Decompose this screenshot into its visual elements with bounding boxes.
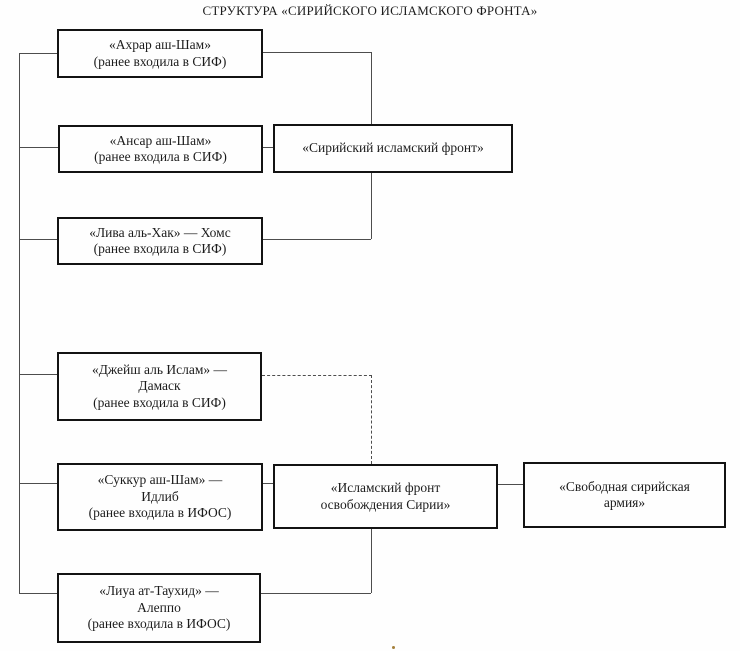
org-box-jaish-al-islam: «Джейш аль Ислам» — Дамаск (ранее входил… <box>57 352 262 421</box>
org-box-sublabel: (ранее входила в СИФ) <box>93 241 227 256</box>
org-box-label: «Исламский фронт <box>330 480 441 495</box>
connector-ahrar-to-sif-v <box>371 52 372 124</box>
connector-ahrar-to-sif-h <box>262 52 371 53</box>
org-box-ansar-ash-sham: «Ансар аш-Шам» (ранее входила в СИФ) <box>58 125 263 173</box>
connector-ansar-to-sif <box>263 147 273 148</box>
org-box-liwa-al-haq: «Лива аль-Хак» — Хомс (ранее входила в С… <box>57 217 263 265</box>
org-box-sublabel: (ранее входила в ИФОС) <box>87 616 231 632</box>
org-box-label2: Дамаск <box>138 378 181 394</box>
org-box-syrian-islamic-front: «Сирийский исламский фронт» <box>273 124 513 173</box>
org-box-ahrar-ash-sham: «Ахрар аш-Шам» (ранее входила в СИФ) <box>57 29 263 78</box>
org-box-label2: Алеппо <box>137 599 181 615</box>
connector-ifos-to-ssa <box>498 484 523 485</box>
org-box-label: «Лива аль-Хак» — Хомс <box>89 224 231 240</box>
connector-stub-jaish <box>19 374 57 375</box>
stray-mark-dot <box>392 646 395 649</box>
connector-jaish-to-ifos-dashed-v <box>371 375 372 464</box>
connector-left-rail <box>19 53 20 593</box>
connector-stub-tawhid <box>19 593 57 594</box>
connector-suqqur-to-ifos <box>263 483 273 484</box>
connector-stub-ansar <box>19 147 58 148</box>
org-box-label: «Сирийский исламский фронт» <box>302 140 484 156</box>
org-box-islamic-front-liberation-syria: «Исламский фронт освобождения Сирии» <box>273 464 498 529</box>
org-box-label: «Ахрар аш-Шам» <box>109 37 211 52</box>
org-box-sublabel: (ранее входила в СИФ) <box>94 149 227 164</box>
org-box-sublabel: (ранее входила в ИФОС) <box>88 505 232 521</box>
org-box-sublabel: (ранее входила в СИФ) <box>93 53 227 69</box>
chart-title: СТРУКТУРА «СИРИЙСКОГО ИСЛАМСКОГО ФРОНТА» <box>202 3 538 18</box>
org-box-label: «Суккур аш-Шам» — <box>97 472 223 488</box>
org-box-label2: освобождения Сирии» <box>320 496 451 512</box>
connector-stub-liwa-al-haq <box>19 239 57 240</box>
connector-jaish-to-ifos-dashed-h <box>262 375 372 376</box>
org-box-label: «Ансар аш-Шам» <box>109 132 212 148</box>
org-box-label: «Джейш аль Ислам» — <box>91 361 228 377</box>
org-box-free-syrian-army: «Свободная сирийская армия» <box>523 462 726 528</box>
connector-stub-ahrar <box>19 53 57 54</box>
org-box-label2: Идлиб <box>141 488 179 504</box>
org-box-suqqur-ash-sham: «Суккур аш-Шам» — Идлиб (ранее входила в… <box>57 463 263 531</box>
org-box-label: «Лиуа ат-Таухид» — <box>99 583 219 599</box>
connector-sif-to-liwa-v <box>371 173 372 239</box>
connector-stub-suqqur <box>19 483 57 484</box>
org-box-label: «Свободная сирийская <box>559 478 690 494</box>
org-box-sublabel: (ранее входила в СИФ) <box>93 394 226 410</box>
org-box-label2: армия» <box>603 495 646 510</box>
connector-sif-to-liwa-h <box>262 239 371 240</box>
connector-ifos-to-tawhid-v <box>371 529 372 593</box>
org-box-liwa-at-tawhid: «Лиуа ат-Таухид» — Алеппо (ранее входила… <box>57 573 261 643</box>
connector-ifos-to-tawhid-h <box>261 593 371 594</box>
